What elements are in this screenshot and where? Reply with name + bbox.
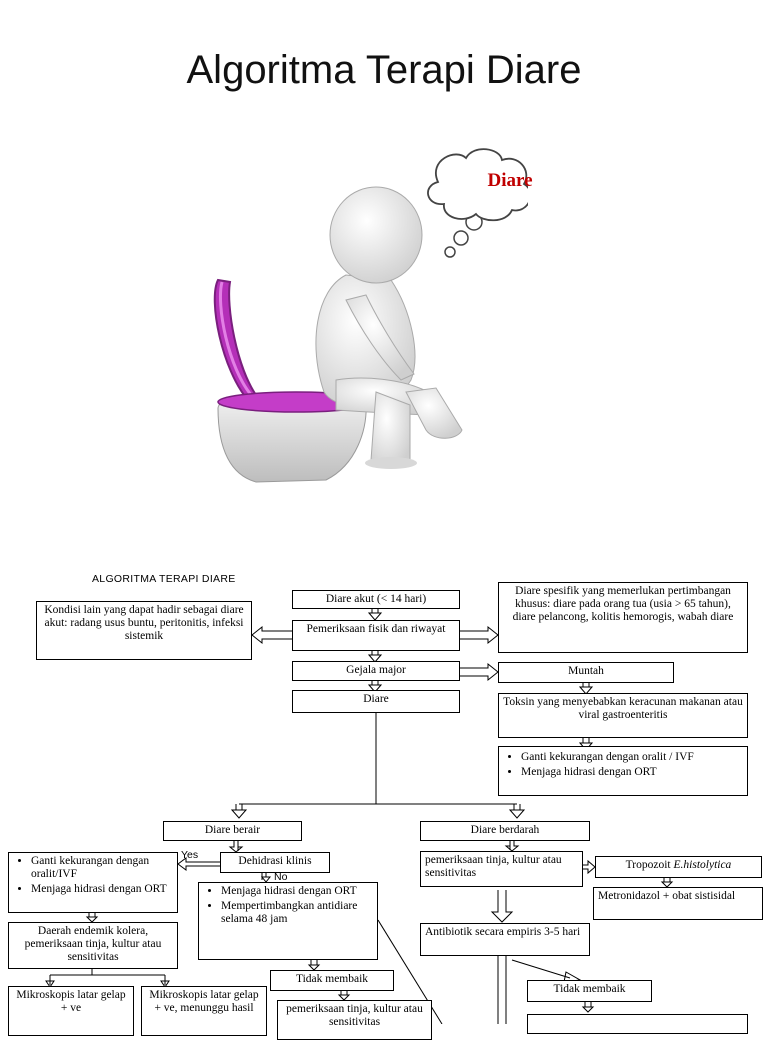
right-arrow (460, 625, 499, 645)
down-arrow (337, 990, 351, 1001)
left-arrow (251, 625, 292, 645)
down-arrow (307, 960, 321, 971)
bullet: Ganti kekurangan dengan oralit / IVF (521, 751, 743, 764)
trophozoite-label: Tropozoit (625, 859, 671, 871)
node-other-conditions: Kondisi lain yang dapat hadir sebagai di… (36, 601, 252, 660)
node-acute-diarrhea: Diare akut (< 14 hari) (292, 590, 460, 609)
node-left-treatment: Ganti kekurangan dengan oralit/IVF Menjag… (8, 852, 178, 913)
bullet: Menjaga hidrasi dengan ORT (521, 766, 743, 779)
node-toxin: Toksin yang menyebabkan keracunan makana… (498, 693, 748, 738)
node-middle-treatment: Menjaga hidrasi dengan ORT Mempertimbangk… (198, 882, 378, 960)
down-arrow (660, 877, 674, 888)
figure-head (329, 186, 423, 284)
down-arrow (508, 804, 526, 819)
down-arrow (85, 912, 99, 923)
node-major-symptoms: Gejala major (292, 661, 460, 681)
label-no: No (274, 871, 288, 883)
slide-title: Algoritma Terapi Diare (186, 48, 582, 92)
thought-cloud (427, 148, 528, 222)
node-not-improved-right: Tidak membaik (527, 980, 652, 1002)
node-microscopy-right: Mikroskopis latar gelap + ve, menunggu h… (141, 986, 267, 1036)
node-watery-diarrhea: Diare berair (163, 821, 302, 841)
node-replace-fluids: Ganti kekurangan dengan oralit / IVF Menj… (498, 746, 748, 796)
bullet: Ganti kekurangan dengan oralit/IVF (31, 855, 173, 881)
node-metronidazole: Metronidazol + obat sistisidal (593, 887, 763, 920)
node-physical-exam: Pemeriksaan fisik dan riwayat (292, 620, 460, 651)
bullet: Menjaga hidrasi dengan ORT (221, 885, 373, 898)
node-bloody-diarrhea: Diare berdarah (420, 821, 590, 841)
down-arrow (367, 608, 383, 621)
down-arrow (581, 1002, 595, 1013)
flowchart-title: ALGORITMA TERAPI DIARE (92, 573, 236, 585)
right-arrow (460, 662, 499, 682)
bullet: Menjaga hidrasi dengan ORT (31, 883, 173, 896)
node-vomiting: Muntah (498, 662, 674, 683)
node-clinical-dehydration: Dehidrasi klinis (220, 852, 330, 873)
node-trophozoite: Tropozoit E.histolytica (595, 856, 762, 878)
node-diarrhea: Diare (292, 690, 460, 713)
toilet-figure-illustration (213, 148, 528, 483)
node-stool-exam: pemeriksaan tinja, kultur atau sensitivi… (420, 851, 583, 887)
trophozoite-species: E.histolytica (673, 859, 732, 871)
down-arrow (230, 804, 248, 819)
node-bottom-right (527, 1014, 748, 1034)
node-stool-exam-2: pemeriksaan tinja, kultur atau sensitivi… (277, 1000, 432, 1040)
label-yes: Yes (181, 849, 199, 861)
bullet: Mempertimbangkan antidiare selama 48 jam (221, 900, 373, 926)
node-cholera-area: Daerah endemik kolera, pemeriksaan tinja… (8, 922, 178, 969)
thought-text: Diare (487, 170, 533, 191)
node-not-improved-middle: Tidak membaik (270, 970, 394, 991)
node-antibiotic: Antibiotik secara empiris 3-5 hari (420, 923, 590, 956)
node-specific-diarrhea: Diare spesifik yang memerlukan pertimban… (498, 582, 748, 653)
node-microscopy-left: Mikroskopis latar gelap + ve (8, 986, 134, 1036)
